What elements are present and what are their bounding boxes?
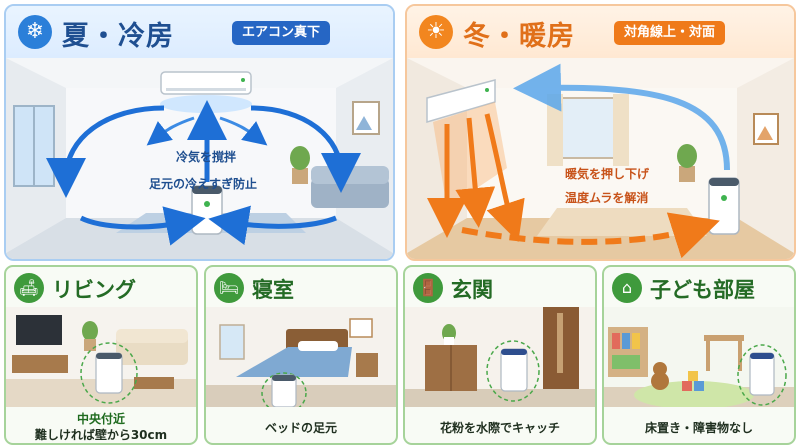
card-kids-room: ⌂ 子ども部屋 床置き・障害物なし [602,265,796,445]
nightstand [356,353,378,377]
summer-cooling-panel: ❄ 夏・冷房 エアコン真下 [4,4,395,261]
air-purifier [708,177,740,235]
bedroom-illustration [206,307,396,407]
plant [677,144,697,168]
winter-header: ☀ 冬・暖房 対角線上・対面 [407,6,794,58]
plant [290,146,310,170]
window [556,97,618,159]
rug [537,208,707,236]
summer-header: ❄ 夏・冷房 エアコン真下 [6,6,393,58]
summer-badge: エアコン真下 [232,21,331,45]
door-icon: 🚪 [413,273,443,303]
winter-room-illustration [407,58,794,259]
card-kids-room-caption: 床置き・障害物なし [644,421,753,435]
card-living-caption-1: 中央付近 [76,412,125,426]
snowflake-icon: ❄ [18,15,52,49]
airflow-arrow-floor-right [208,205,337,246]
entrance-illustration [405,307,595,407]
card-entrance-title: 玄関 [451,278,493,302]
living-illustration [6,307,196,407]
airflow-arrow-down-2 [455,117,496,228]
winter-title: 冬・暖房 [463,21,575,52]
tv [16,315,62,345]
winter-badge: 対角線上・対面 [614,21,726,45]
bed-icon: 🛏 [214,273,244,303]
house-icon: ⌂ [612,273,642,303]
airflow-arrow-left [46,105,165,198]
card-entrance: 🚪 玄関 花粉を水際でキャッチ [403,265,597,445]
teddy-bear [651,372,669,390]
airflow-arrow-right [250,105,361,193]
card-bedroom-caption: ベッドの足元 [264,421,337,435]
sofa-icon: 🛋 [14,273,44,303]
air-purifier [500,348,528,392]
winter-label-2: 温度ムラを解消 [565,191,649,205]
air-conditioner [426,79,496,124]
sun-icon: ☀ [419,15,453,49]
kids-room-illustration [604,307,794,407]
summer-title: 夏・冷房 [62,21,174,52]
bed [236,347,352,377]
airflow-arrow-floor-left [79,206,206,246]
airflow-arrow-floor [461,212,720,259]
card-bedroom-title: 寝室 [252,278,294,302]
air-purifier [749,352,775,396]
summer-label-2: 足元の冷えすぎ防止 [149,177,258,191]
window [219,324,245,360]
card-living: 🛋 リビング 中央付近 難しければ壁から30cm [4,265,198,445]
winter-heating-panel: ☀ 冬・暖房 対角線上・対面 [405,4,796,261]
card-bedroom: 🛏 寝室 ベッドの足元 [204,265,398,445]
card-entrance-caption: 花粉を水際でキャッチ [439,421,560,435]
summer-label-1: 冷気を撹拌 [176,150,237,164]
summer-room-illustration [6,58,393,259]
winter-label-1: 暖気を押し下げ [565,167,650,181]
card-living-caption-2: 難しければ壁から30cm [34,428,168,442]
card-living-title: リビング [52,278,136,302]
card-kids-room-title: 子ども部屋 [650,278,755,302]
airflow-arrow-return [513,63,730,171]
desk [704,335,744,341]
